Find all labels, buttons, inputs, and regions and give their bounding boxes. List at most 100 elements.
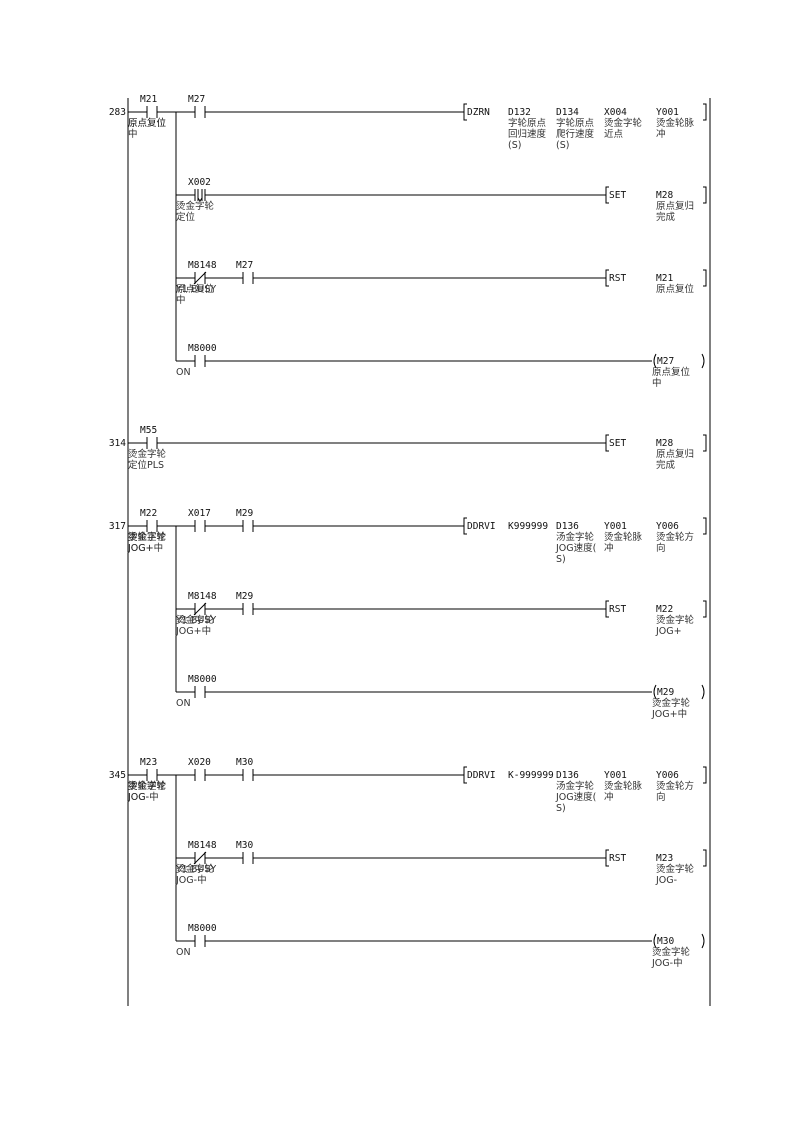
device-address: M8148 bbox=[188, 840, 217, 851]
device-comment: 定位 bbox=[176, 211, 196, 223]
device-comment: (S) bbox=[508, 140, 521, 151]
instruction-bracket-left bbox=[605, 269, 609, 287]
instruction-operand: D136 bbox=[556, 770, 579, 781]
device-comment: 烫金轮脉 bbox=[604, 780, 643, 792]
instruction-operand: K-999999 bbox=[508, 770, 554, 781]
instruction-operand: Y006 bbox=[656, 770, 679, 781]
device-comment: 烫金轮方 bbox=[656, 780, 694, 792]
instruction-operand: M21 bbox=[656, 273, 673, 284]
device-comment: 近点 bbox=[604, 128, 624, 140]
coil-arc-right bbox=[701, 933, 705, 949]
device-comment: 烫金字轮 bbox=[176, 863, 215, 875]
device-comment: ON bbox=[176, 698, 191, 709]
instruction-bracket-right bbox=[703, 766, 707, 784]
instruction-operand: M28 bbox=[656, 438, 673, 449]
device-comment: 冲 bbox=[656, 128, 666, 140]
instruction-bracket-right bbox=[703, 849, 707, 867]
instruction-operand: D136 bbox=[556, 521, 579, 532]
device-comment: 烫金字轮 bbox=[176, 200, 215, 212]
coil-device: M30 bbox=[657, 936, 674, 947]
device-comment: 冲 bbox=[604, 542, 614, 554]
device-comment: JOG-中 bbox=[127, 791, 159, 803]
device-comment: JOG+中 bbox=[651, 708, 687, 720]
device-comment: 原点复位 bbox=[128, 117, 167, 129]
device-address: M22 bbox=[140, 508, 157, 519]
device-comment: S) bbox=[556, 803, 566, 814]
device-comment: ON bbox=[176, 367, 191, 378]
instruction-bracket-left bbox=[605, 849, 609, 867]
instruction-operand: M22 bbox=[656, 604, 673, 615]
device-comment: JOG-中 bbox=[651, 957, 683, 969]
device-address: M30 bbox=[236, 757, 253, 768]
instruction-operand: D134 bbox=[556, 107, 579, 118]
instruction-operand: D132 bbox=[508, 107, 531, 118]
device-comment: JOG+中 bbox=[175, 625, 211, 637]
device-comment: Y1 BUSY bbox=[175, 615, 216, 626]
step-number: 283 bbox=[109, 107, 126, 118]
device-comment: 烫金字轮 bbox=[128, 780, 167, 792]
device-comment: JOG- bbox=[127, 792, 149, 803]
instruction-mnemonic: DDRVI bbox=[467, 521, 496, 532]
device-address: X002 bbox=[188, 177, 211, 188]
nc-slash bbox=[193, 271, 207, 285]
device-comment: 原点复位 bbox=[652, 366, 691, 378]
instruction-operand: K999999 bbox=[508, 521, 548, 532]
instruction-bracket-right bbox=[703, 600, 707, 618]
device-comment: 汤金字轮 bbox=[556, 531, 595, 543]
device-comment: 烫金轮脉 bbox=[604, 531, 643, 543]
instruction-mnemonic: SET bbox=[609, 190, 626, 201]
device-comment: 完成 bbox=[656, 459, 676, 471]
instruction-operand: Y006 bbox=[656, 521, 679, 532]
instruction-operand: M23 bbox=[656, 853, 673, 864]
device-comment: 烫金字轮 bbox=[656, 863, 695, 875]
instruction-mnemonic: DZRN bbox=[467, 107, 490, 118]
instruction-operand: Y001 bbox=[604, 521, 627, 532]
device-comment: 原点复归 bbox=[656, 200, 694, 212]
instruction-bracket-right bbox=[703, 103, 707, 121]
device-comment: 烫金字轮 bbox=[652, 946, 691, 958]
device-comment: 烫金字轮 bbox=[604, 117, 643, 129]
device-comment: S) bbox=[556, 554, 566, 565]
device-address: M27 bbox=[188, 94, 205, 105]
device-address: M29 bbox=[236, 591, 253, 602]
device-address: M8148 bbox=[188, 260, 217, 271]
instruction-bracket-right bbox=[703, 434, 707, 452]
device-address: M8000 bbox=[188, 923, 217, 934]
device-comment: 烫金字轮 bbox=[128, 780, 167, 792]
device-comment: JOG- bbox=[655, 875, 677, 886]
instruction-bracket-left bbox=[605, 186, 609, 204]
device-comment: 爬行速度 bbox=[556, 128, 595, 140]
device-comment: 回归速度 bbox=[508, 128, 547, 140]
device-address: M8148 bbox=[188, 591, 217, 602]
instruction-operand: M28 bbox=[656, 190, 673, 201]
device-comment: JOG+中 bbox=[127, 542, 163, 554]
device-comment: ON bbox=[176, 947, 191, 958]
device-comment: 烫金字轮 bbox=[128, 531, 167, 543]
instruction-bracket-left bbox=[463, 103, 467, 121]
device-address: X020 bbox=[188, 757, 211, 768]
coil-arc-left bbox=[653, 933, 657, 949]
device-comment: 烫金字轮 bbox=[128, 531, 167, 543]
instruction-bracket-left bbox=[605, 600, 609, 618]
device-comment: Y1 BUSY bbox=[175, 284, 216, 295]
coil-device: M27 bbox=[657, 356, 674, 367]
instruction-mnemonic: RST bbox=[609, 273, 626, 284]
instruction-bracket-left bbox=[605, 434, 609, 452]
